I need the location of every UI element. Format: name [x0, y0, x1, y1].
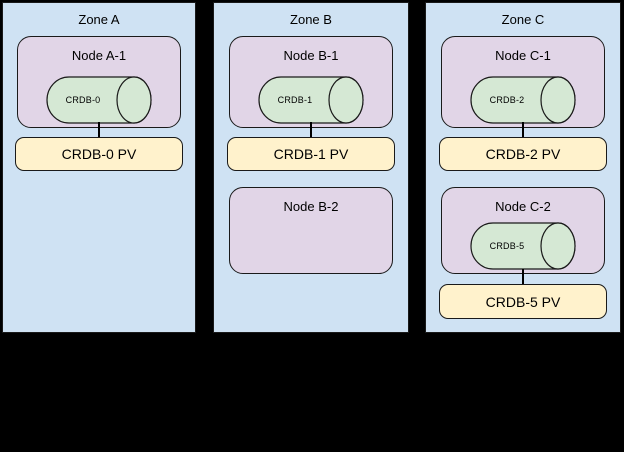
pv-crdb-2: CRDB-2 PV	[439, 137, 607, 171]
pod-crdb-5: CRDB-5	[470, 222, 576, 270]
pod-to-pv-connector	[522, 122, 524, 137]
node-a1: Node A-1 CRDB-0	[17, 36, 181, 128]
node-b2-label: Node B-2	[283, 199, 339, 214]
zone-b: Zone B Node B-1 CRDB-1 CRDB-1 PV Node B-…	[213, 2, 409, 333]
pv-crdb-1-label: CRDB-1 PV	[273, 146, 349, 162]
zone-b-label: Zone B	[290, 12, 332, 27]
cylinder-icon	[470, 76, 576, 124]
cylinder-icon	[46, 76, 152, 124]
pv-crdb-2-label: CRDB-2 PV	[485, 146, 561, 162]
zone-a-label: Zone A	[78, 12, 120, 27]
node-c1: Node C-1 CRDB-2	[441, 36, 605, 128]
pod-crdb-1: CRDB-1	[258, 76, 364, 124]
pod-to-pv-connector	[522, 269, 524, 284]
pod-crdb-5-label: CRDB-5	[489, 241, 525, 251]
node-b2: Node B-2	[229, 187, 393, 274]
pod-to-pv-connector	[310, 122, 312, 137]
node-c2: Node C-2 CRDB-5	[441, 187, 605, 274]
pod-crdb-1-label: CRDB-1	[277, 95, 313, 105]
pv-crdb-0: CRDB-0 PV	[15, 137, 183, 171]
cylinder-icon	[258, 76, 364, 124]
pv-crdb-1: CRDB-1 PV	[227, 137, 395, 171]
zone-c-label: Zone C	[501, 12, 545, 27]
cylinder-icon	[470, 222, 576, 270]
pod-to-pv-connector	[98, 122, 100, 137]
node-c2-label: Node C-2	[495, 199, 551, 214]
node-b1-label: Node B-1	[283, 48, 339, 63]
pod-crdb-0-label: CRDB-0	[65, 95, 101, 105]
pv-crdb-0-label: CRDB-0 PV	[61, 146, 137, 162]
pod-crdb-2: CRDB-2	[470, 76, 576, 124]
node-a1-label: Node A-1	[71, 48, 127, 63]
zone-c: Zone C Node C-1 CRDB-2 CRDB-2 PV Node C-…	[425, 2, 621, 333]
pod-crdb-2-label: CRDB-2	[489, 95, 525, 105]
pv-crdb-5-label: CRDB-5 PV	[485, 293, 561, 310]
pod-crdb-0: CRDB-0	[46, 76, 152, 124]
node-b1: Node B-1 CRDB-1	[229, 36, 393, 128]
node-c1-label: Node C-1	[495, 48, 551, 63]
zone-a: Zone A Node A-1 CRDB-0 CRDB-0 PV	[2, 2, 196, 333]
pv-crdb-5: CRDB-5 PV	[439, 284, 607, 319]
